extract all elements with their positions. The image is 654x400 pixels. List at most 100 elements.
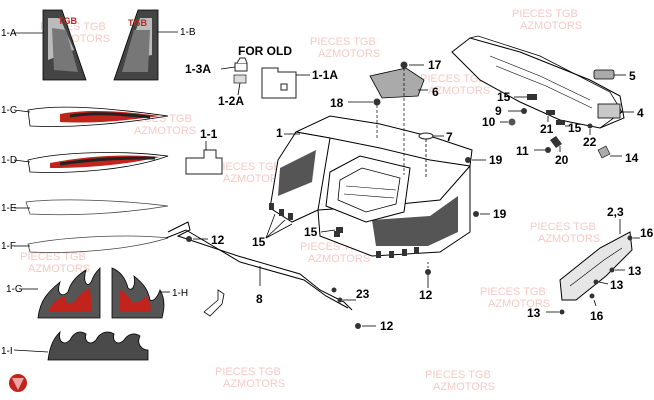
part-20-bushing xyxy=(550,136,562,148)
callout-15-left[interactable]: 15 xyxy=(252,235,266,249)
watermark-text: PIECES TGB xyxy=(20,251,86,263)
callout-13-mid[interactable]: 13 xyxy=(610,278,624,292)
part-9-washer xyxy=(521,108,527,114)
part-17-bolt xyxy=(400,61,408,175)
watermark-text: PIECES TGB xyxy=(425,369,491,381)
decal-1c xyxy=(27,106,169,127)
watermark-text: AZMOTORS xyxy=(520,20,582,32)
callout-6[interactable]: 6 xyxy=(432,85,439,99)
callout-15-right[interactable]: 15 xyxy=(568,121,582,135)
watermark-text: PIECES TGB xyxy=(420,73,486,85)
callout-20[interactable]: 20 xyxy=(555,153,569,167)
callout-15-mid[interactable]: 15 xyxy=(304,225,318,239)
decal-1g xyxy=(37,267,101,319)
part-15-clip xyxy=(556,120,565,125)
part-1-1 xyxy=(185,149,223,175)
callout-1g[interactable]: 1-G xyxy=(6,284,23,295)
watermark-text: AZMOTORS xyxy=(428,85,490,97)
part-16-screw xyxy=(589,293,595,299)
callout-1-2a[interactable]: 1-2A xyxy=(218,94,244,108)
callout-10[interactable]: 10 xyxy=(482,115,496,129)
brand-logo xyxy=(9,374,27,392)
part-13-bolt xyxy=(593,279,599,285)
watermark-layer: PIECES TGB AZMOTORS PIECES TGB AZMOTORS … xyxy=(20,8,600,393)
callout-1b[interactable]: 1-B xyxy=(180,27,196,38)
decal-1i xyxy=(47,330,149,361)
decal-1d xyxy=(27,152,169,173)
callout-15-top[interactable]: 15 xyxy=(497,90,511,104)
callout-19-top[interactable]: 19 xyxy=(489,153,503,167)
watermark-text: PIECES TGB xyxy=(310,36,376,48)
watermark-text: AZMOTORS xyxy=(433,381,495,393)
callout-1f[interactable]: 1-F xyxy=(1,241,16,252)
part-11-bolt xyxy=(545,147,551,153)
callout-13-bottom[interactable]: 13 xyxy=(527,306,541,320)
callout-16-bottom[interactable]: 16 xyxy=(590,309,604,323)
part-4-rear-panel xyxy=(451,35,625,129)
part-rear-fender xyxy=(269,115,473,258)
decal-1a: TGB xyxy=(42,9,87,81)
watermark-text: AZMOTORS xyxy=(488,298,550,310)
watermark-text: AZMOTORS xyxy=(308,253,370,265)
callout-8[interactable]: 8 xyxy=(256,292,263,306)
part-21-grommet xyxy=(546,110,555,115)
watermark-text: AZMOTORS xyxy=(318,48,380,60)
part-12-bolt xyxy=(355,323,361,329)
callout-22[interactable]: 22 xyxy=(583,135,597,149)
part-2-3-mudguard xyxy=(559,231,633,301)
callout-1[interactable]: 1 xyxy=(276,126,283,140)
part-5-reflector xyxy=(593,69,615,80)
callout-1i[interactable]: 1-I xyxy=(1,346,13,357)
callout-14[interactable]: 14 xyxy=(625,151,639,165)
callout-1-3a[interactable]: 1-3A xyxy=(185,62,211,76)
part-13-bolt xyxy=(609,267,615,273)
callout-1e[interactable]: 1-E xyxy=(1,203,17,214)
note-for-old: FOR OLD xyxy=(238,44,292,58)
watermark-text: AZMOTORS xyxy=(223,378,285,390)
callout-9[interactable]: 9 xyxy=(495,104,502,118)
part-13-bolt xyxy=(559,309,565,315)
watermark-text: AZMOTORS xyxy=(28,263,90,275)
callout-4[interactable]: 4 xyxy=(637,106,644,120)
part-12-bolt xyxy=(425,269,431,275)
part-1-3a xyxy=(234,57,248,72)
callout-12-left[interactable]: 12 xyxy=(211,233,225,247)
callout-1a[interactable]: 1-A xyxy=(1,28,17,39)
part-15-clip xyxy=(527,94,537,100)
part-15-clip xyxy=(336,227,343,233)
part-16-screw xyxy=(627,235,633,241)
callout-7[interactable]: 7 xyxy=(446,130,453,144)
watermark-text: AZMOTORS xyxy=(134,125,196,137)
decal-1b: TGB xyxy=(113,9,159,81)
callout-12-bottom[interactable]: 12 xyxy=(380,319,394,333)
decal-1h xyxy=(111,267,165,319)
part-1-1a xyxy=(261,67,297,99)
part-22-screw xyxy=(587,123,593,129)
part-18-bolt xyxy=(373,98,381,140)
decal-brand-text: TGB xyxy=(128,18,147,28)
callout-1-1[interactable]: 1-1 xyxy=(200,127,218,141)
callout-13-top[interactable]: 13 xyxy=(628,264,642,278)
callout-1-1a[interactable]: 1-1A xyxy=(312,68,338,82)
part-12-bolt xyxy=(186,236,192,242)
callout-11[interactable]: 11 xyxy=(516,144,529,158)
callout-12-mid[interactable]: 12 xyxy=(419,288,433,302)
callout-1c[interactable]: 1-C xyxy=(1,105,17,116)
callout-23[interactable]: 23 xyxy=(356,287,370,301)
callout-16-top[interactable]: 16 xyxy=(640,226,654,240)
part-14-clip xyxy=(597,145,611,159)
callout-1d[interactable]: 1-D xyxy=(1,155,17,166)
callout-17[interactable]: 17 xyxy=(428,58,442,72)
part-1-2a xyxy=(233,74,247,84)
watermark-text: PIECES TGB xyxy=(215,366,281,378)
callout-2-3[interactable]: 2,3 xyxy=(607,205,624,219)
callout-18[interactable]: 18 xyxy=(330,96,344,110)
decal-1f xyxy=(27,235,169,253)
callout-19-bottom[interactable]: 19 xyxy=(493,207,507,221)
callout-5[interactable]: 5 xyxy=(629,69,636,83)
watermark-text: AZMOTORS xyxy=(223,173,285,185)
watermark-text: PIECES TGB xyxy=(530,221,596,233)
callout-21[interactable]: 21 xyxy=(540,122,554,136)
callout-1h[interactable]: 1-H xyxy=(172,288,188,299)
